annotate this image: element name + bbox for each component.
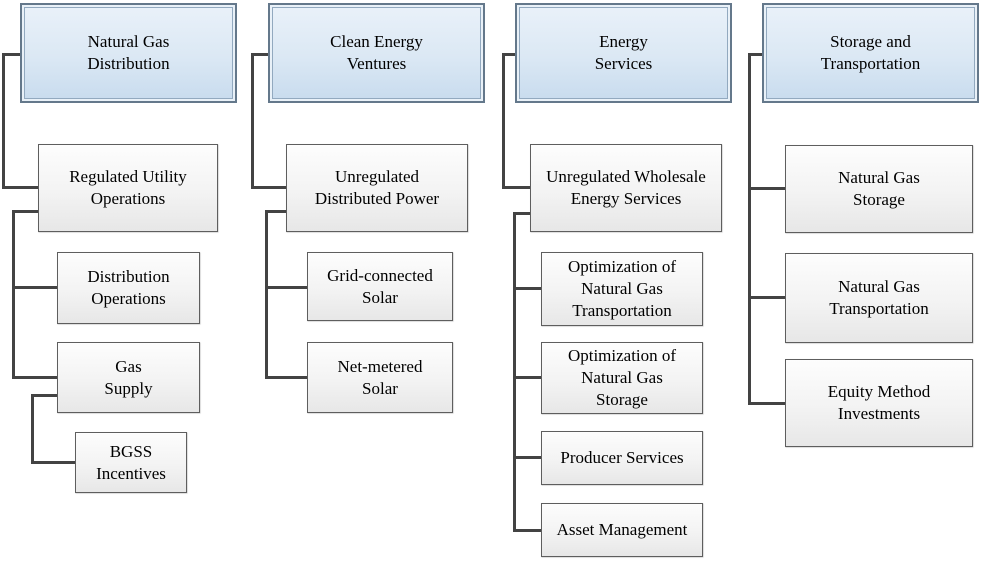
node-label: Optimization of Natural Gas Storage — [567, 346, 677, 409]
node-regulated-utility-operations: Regulated Utility Operations — [38, 144, 218, 232]
connector-line — [12, 210, 15, 379]
node-label: Gas Supply — [104, 356, 153, 398]
connector-line — [251, 186, 286, 189]
connector-line — [513, 287, 541, 290]
connector-line — [251, 53, 268, 56]
connector-line — [2, 53, 20, 56]
node-label: Regulated Utility Operations — [69, 167, 187, 208]
root-box-clean-energy-ventures: Clean Energy Ventures — [268, 3, 485, 103]
node-unregulated-wholesale-energy-services: Unregulated Wholesale Energy Services — [530, 144, 722, 232]
node-label: Distribution Operations — [87, 267, 170, 308]
connector-line — [748, 296, 785, 299]
node-optimization-of-natural-gas-storage: Optimization of Natural Gas Storage — [541, 342, 703, 414]
root-box-inner: Clean Energy Ventures — [272, 7, 481, 99]
node-label: Unregulated Wholesale Energy Services — [546, 167, 706, 208]
connector-line — [513, 529, 541, 532]
connector-line — [748, 53, 751, 405]
node-label: Producer Services — [560, 448, 684, 467]
connector-line — [502, 53, 515, 56]
root-label: Natural Gas Distribution — [87, 32, 170, 73]
node-label: Grid-connected Solar — [327, 265, 433, 307]
connector-line — [12, 376, 57, 379]
node-asset-management: Asset Management — [541, 503, 703, 557]
connector-line — [502, 186, 530, 189]
node-grid-connected-solar: Grid-connected Solar — [307, 252, 453, 321]
root-box-energy-services: Energy Services — [515, 3, 732, 103]
connector-line — [12, 286, 57, 289]
connector-line — [513, 376, 541, 379]
node-gas-supply: Gas Supply — [57, 342, 200, 413]
root-box-natural-gas-distribution: Natural Gas Distribution — [20, 3, 237, 103]
node-net-metered-solar: Net-metered Solar — [307, 342, 453, 413]
connector-line — [748, 187, 785, 190]
node-label: Natural Gas Transportation — [829, 277, 929, 318]
node-label: BGSS Incentives — [96, 441, 166, 483]
connector-line — [2, 186, 38, 189]
node-label: Unregulated Distributed Power — [314, 167, 440, 208]
connector-line — [31, 394, 34, 464]
connector-line — [748, 53, 762, 56]
node-label: Natural Gas Storage — [838, 168, 920, 209]
connector-line — [31, 461, 75, 464]
node-optimization-of-natural-gas-transportation: Optimization of Natural Gas Transportati… — [541, 252, 703, 326]
root-label: Storage and Transportation — [820, 32, 921, 73]
connector-line — [265, 286, 307, 289]
connector-line — [12, 210, 38, 213]
node-unregulated-distributed-power: Unregulated Distributed Power — [286, 144, 468, 232]
root-box-storage-and-transportation: Storage and Transportation — [762, 3, 979, 103]
node-label: Asset Management — [556, 520, 688, 539]
node-bgss-incentives: BGSS Incentives — [75, 432, 187, 493]
node-distribution-operations: Distribution Operations — [57, 252, 200, 324]
connector-line — [265, 376, 307, 379]
node-label: Equity Method Investments — [827, 382, 931, 423]
root-box-inner: Storage and Transportation — [766, 7, 975, 99]
connector-line — [513, 456, 541, 459]
root-label: Energy Services — [594, 32, 653, 73]
node-label: Net-metered Solar — [337, 356, 423, 398]
connector-line — [502, 53, 505, 189]
root-box-inner: Natural Gas Distribution — [24, 7, 233, 99]
connector-line — [31, 394, 57, 397]
node-producer-services: Producer Services — [541, 431, 703, 485]
connector-line — [251, 53, 254, 189]
root-label: Clean Energy Ventures — [330, 32, 423, 73]
root-box-inner: Energy Services — [519, 7, 728, 99]
connector-line — [2, 53, 5, 189]
node-natural-gas-transportation: Natural Gas Transportation — [785, 253, 973, 343]
node-equity-method-investments: Equity Method Investments — [785, 359, 973, 447]
connector-line — [748, 402, 785, 405]
connector-line — [265, 210, 268, 379]
connector-line — [513, 212, 530, 215]
node-label: Optimization of Natural Gas Transportati… — [567, 257, 677, 320]
node-natural-gas-storage: Natural Gas Storage — [785, 145, 973, 233]
connector-line — [265, 210, 286, 213]
connector-line — [513, 212, 516, 532]
